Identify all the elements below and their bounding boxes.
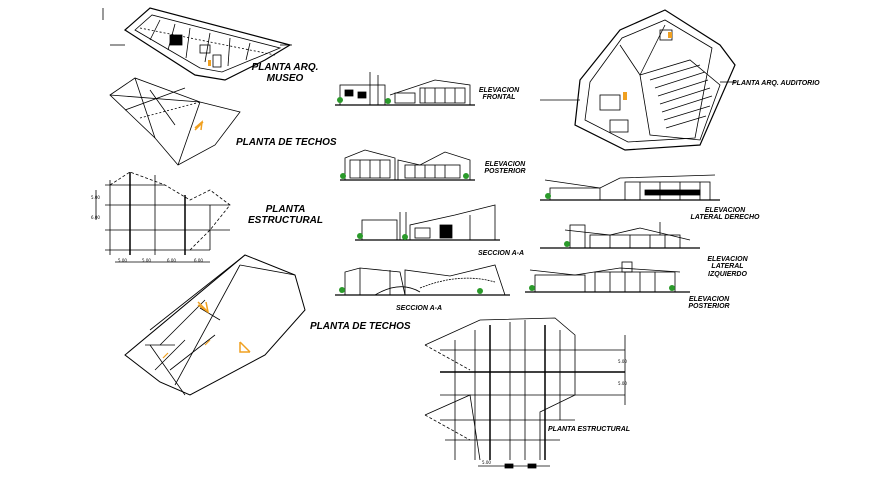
auditorium-floor-plan <box>540 9 736 151</box>
dimension-text: 5.00 <box>118 258 127 263</box>
rear-elevation-1 <box>340 149 475 181</box>
label-seccion-aa-1: SECCION A-A <box>478 250 525 257</box>
museum-floor-plan <box>102 7 292 81</box>
label-planta-techos-1: PLANTA DE TECHOS <box>236 137 337 148</box>
dimension-text: 6.00 <box>91 215 100 220</box>
dimension-text: 5.00 <box>618 381 627 386</box>
dimension-text: 5.00 <box>91 195 100 200</box>
dimension-text: 5.00 <box>482 460 491 465</box>
dimension-text: 6.00 <box>167 258 176 263</box>
section-a-a-2 <box>335 264 510 296</box>
roof-plan-1 <box>109 77 241 166</box>
rear-elevation-2 <box>525 261 690 293</box>
label-planta-estructural-2: PLANTA ESTRUCTURAL <box>548 426 631 433</box>
structural-plan-1 <box>95 171 231 263</box>
dimension-text: 5.00 <box>142 258 151 263</box>
label-planta-techos-2: PLANTA DE TECHOS <box>310 321 411 332</box>
right-side-elevation <box>540 174 720 201</box>
dimension-text: 6.00 <box>194 258 203 263</box>
structural-plan-2 <box>424 317 626 469</box>
left-side-elevation <box>540 222 700 249</box>
front-elevation <box>335 72 475 106</box>
label-seccion-aa-2: SECCION A-A <box>396 305 443 312</box>
roof-plan-2 <box>124 254 306 396</box>
dimension-text: 5.00 <box>618 359 627 364</box>
label-planta-auditorio: PLANTA ARQ. AUDITORIO <box>732 80 820 87</box>
label-planta-museo: PLANTA ARQ.MUSEO <box>251 62 319 84</box>
section-a-a-1 <box>355 204 500 241</box>
